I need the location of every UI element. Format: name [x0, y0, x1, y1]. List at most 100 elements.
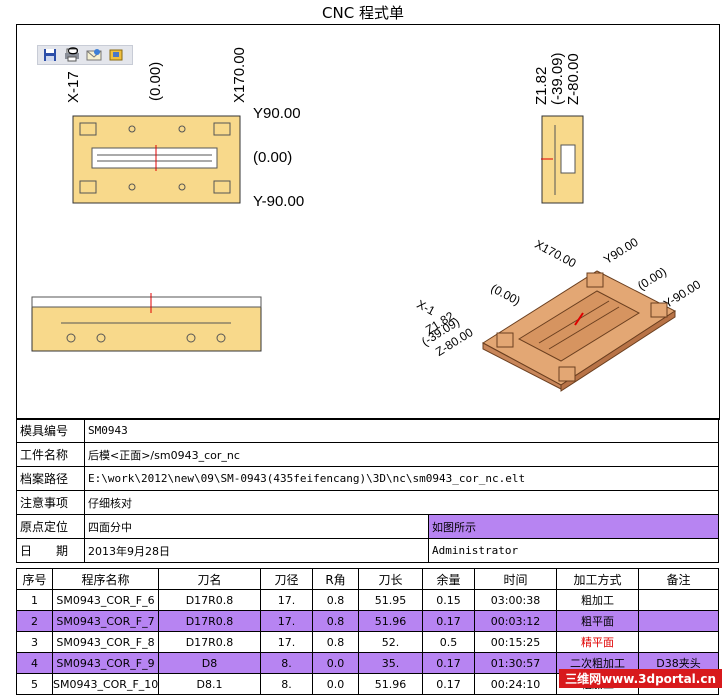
row-tool: D17R0.8 [158, 631, 261, 653]
table-row: 3 SM0943_COR_F_8 D17R0.8 17. 0.8 52. 0.5… [16, 631, 719, 653]
top-y-bottom-label: Y-90.00 [253, 193, 305, 210]
side-z-bottom-label: Z-80.00 [565, 53, 582, 105]
col-len: 刀长 [358, 568, 423, 590]
side-z-top-label: Z1.82 [533, 66, 550, 105]
row-time: 01:30:57 [474, 652, 557, 674]
top-x-mid-label: (0.00) [147, 61, 164, 101]
row-no: 1 [16, 589, 53, 611]
row-note [638, 589, 719, 611]
row-tool: D8 [158, 652, 261, 674]
print-icon[interactable] [63, 47, 81, 63]
col-dia: 刀径 [260, 568, 313, 590]
row-dia: 8. [260, 673, 313, 695]
path-label: 档案路径 [16, 466, 85, 491]
col-no: 序号 [16, 568, 53, 590]
row-method: 粗平面 [556, 610, 639, 632]
row-no: 2 [16, 610, 53, 632]
row-note [638, 631, 719, 653]
row-no: 3 [16, 631, 53, 653]
email-icon[interactable] [85, 47, 103, 63]
top-y-mid-label: (0.00) [253, 149, 293, 166]
table-row: 2 SM0943_COR_F_7 D17R0.8 17. 0.8 51.96 0… [16, 610, 719, 632]
col-time: 时间 [474, 568, 557, 590]
row-dia: 17. [260, 589, 313, 611]
row-name: SM0943_COR_F_9 [52, 652, 159, 674]
row-name: SM0943_COR_F_7 [52, 610, 159, 632]
program-table: 序号 程序名称 刀名 刀径 R角 刀长 余量 时间 加工方式 备注 1 SM09… [16, 568, 719, 695]
row-len: 35. [358, 652, 423, 674]
row-r: 0.8 [312, 631, 359, 653]
top-x-right-label: X170.00 [231, 47, 248, 103]
toolbar [37, 45, 133, 65]
col-r: R角 [312, 568, 359, 590]
row-stock: 0.15 [422, 589, 475, 611]
row-note [638, 610, 719, 632]
part-name-label: 工件名称 [16, 442, 85, 467]
top-x-left-label: X-17 [65, 71, 82, 103]
col-tool: 刀名 [158, 568, 261, 590]
row-name: SM0943_COR_F_10 [52, 673, 159, 695]
info-row-notes: 注意事项 仔细核对 [16, 490, 719, 515]
row-r: 0.8 [312, 610, 359, 632]
row-stock: 0.17 [422, 610, 475, 632]
row-r: 0.0 [312, 652, 359, 674]
row-time: 03:00:38 [474, 589, 557, 611]
row-len: 51.95 [358, 589, 423, 611]
drawing-area: X-17 0 (0.00) X170.00 Y90.00 (0.00) Y-90… [16, 24, 720, 420]
row-name: SM0943_COR_F_8 [52, 631, 159, 653]
program-header-row: 序号 程序名称 刀名 刀径 R角 刀长 余量 时间 加工方式 备注 [16, 568, 719, 590]
notes-label: 注意事项 [16, 490, 85, 515]
row-len: 51.96 [358, 673, 423, 695]
origin-right-value: 如图所示 [428, 514, 719, 539]
row-dia: 17. [260, 610, 313, 632]
row-time: 00:24:10 [474, 673, 557, 695]
row-stock: 0.17 [422, 652, 475, 674]
row-stock: 0.5 [422, 631, 475, 653]
info-row-date: 日 期 2013年9月28日 Administrator [16, 538, 719, 563]
watermark: 三维网www.3dportal.cn [559, 669, 722, 688]
side-z-mid-label: (-39.09) [549, 52, 566, 105]
date-value: 2013年9月28日 [84, 538, 429, 563]
info-row-path: 档案路径 E:\work\2012\new\09\SM-0943(435feif… [16, 466, 719, 491]
user-value: Administrator [428, 538, 719, 563]
table-row: 1 SM0943_COR_F_6 D17R0.8 17. 0.8 51.95 0… [16, 589, 719, 611]
row-dia: 8. [260, 652, 313, 674]
col-name: 程序名称 [52, 568, 159, 590]
origin-value: 四面分中 [84, 514, 429, 539]
col-stock: 余量 [422, 568, 475, 590]
row-dia: 17. [260, 631, 313, 653]
row-len: 52. [358, 631, 423, 653]
row-tool: D17R0.8 [158, 610, 261, 632]
notes-value: 仔细核对 [84, 490, 719, 515]
part-name-value: 后模<正面>/sm0943_cor_nc [84, 442, 719, 467]
mold-no-value: SM0943 [84, 418, 719, 443]
row-len: 51.96 [358, 610, 423, 632]
top-view-part [72, 115, 241, 204]
row-method: 精平面 [556, 631, 639, 653]
save-icon[interactable] [41, 47, 59, 63]
table-row: 4 SM0943_COR_F_9 D8 8. 0.0 35. 0.17 01:3… [16, 652, 719, 674]
path-value: E:\work\2012\new\09\SM-0943(435feifencan… [84, 466, 719, 491]
row-time: 00:15:25 [474, 631, 557, 653]
row-method: 粗加工 [556, 589, 639, 611]
row-no: 5 [16, 673, 53, 695]
row-name: SM0943_COR_F_6 [52, 589, 159, 611]
row-no: 4 [16, 652, 53, 674]
date-label: 日 期 [16, 538, 85, 563]
info-row-part: 工件名称 后模<正面>/sm0943_cor_nc [16, 442, 719, 467]
iso-view-part [482, 270, 676, 392]
info-row-mold: 模具编号 SM0943 [16, 418, 719, 443]
top-y-top-label: Y90.00 [253, 105, 301, 122]
mold-no-label: 模具编号 [16, 418, 85, 443]
col-note: 备注 [638, 568, 719, 590]
row-r: 0.0 [312, 673, 359, 695]
row-time: 00:03:12 [474, 610, 557, 632]
page-title: CNC 程式单 [322, 4, 404, 22]
row-r: 0.8 [312, 589, 359, 611]
side-view-part [541, 115, 584, 204]
col-method: 加工方式 [556, 568, 639, 590]
row-stock: 0.17 [422, 673, 475, 695]
iso-x-neg-label: X-1 [414, 297, 438, 319]
export-icon[interactable] [107, 47, 125, 63]
origin-label: 原点定位 [16, 514, 85, 539]
